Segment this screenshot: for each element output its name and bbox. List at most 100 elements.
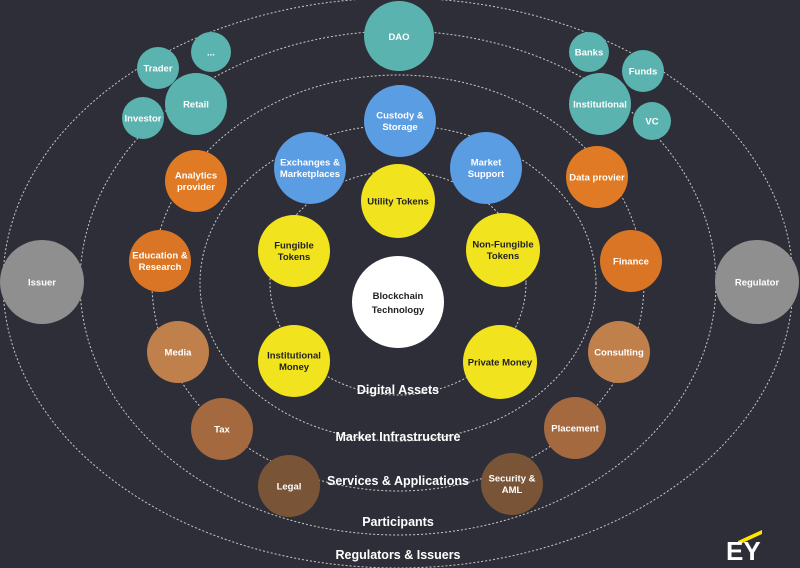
node-finance-label: Finance <box>613 256 649 267</box>
node-finance-circle <box>600 230 662 292</box>
node-retail-label: Retail <box>183 99 209 110</box>
node-consulting: Consulting <box>588 321 650 383</box>
node-utility-tokens-circle <box>361 164 435 238</box>
node-exchanges-marketplaces-label: Marketplaces <box>280 169 340 180</box>
node-banks-label: Banks <box>575 47 604 58</box>
node-consulting-label: Consulting <box>594 347 644 358</box>
node-media-circle <box>147 321 209 383</box>
ring-label-digital-assets: Digital Assets <box>357 383 439 397</box>
node-custody-storage: Custody &Storage <box>364 85 436 157</box>
node-funds: Funds <box>622 50 664 92</box>
node-fungible-tokens-label: Fungible <box>274 241 314 252</box>
node-dao-circle <box>364 1 434 71</box>
node-utility-tokens: Utility Tokens <box>361 164 435 238</box>
node-media: Media <box>147 321 209 383</box>
node-blockchain-technology-label: Technology <box>372 305 425 316</box>
node-fungible-tokens-circle <box>258 215 330 287</box>
node-retail-circle <box>165 73 227 135</box>
node-non-fungible-tokens-circle <box>466 213 540 287</box>
node-tax-circle <box>191 398 253 460</box>
node-private-money-label: Private Money <box>468 357 533 368</box>
node-institutional: Institutional <box>569 73 631 135</box>
node-institutional-label: Institutional <box>573 99 627 110</box>
node-market-support-label: Market <box>471 158 502 169</box>
node-institutional-circle <box>569 73 631 135</box>
node-vc-label: VC <box>645 116 658 127</box>
node-security-aml-label: AML <box>502 485 523 496</box>
ring-label-regulators-issuers: Regulators & Issuers <box>335 548 460 562</box>
node-analytics-provider-label: Analytics <box>175 171 217 182</box>
node-issuer-label: Issuer <box>28 277 56 288</box>
node-trader-circle <box>137 47 179 89</box>
node-private-money-circle <box>463 325 537 399</box>
node-market-support-label: Support <box>468 169 505 180</box>
ring-labels-layer: Digital Assets Market Infrastructure Ser… <box>327 383 469 562</box>
node-investor-circle <box>122 97 164 139</box>
node-education-research: Education &Research <box>129 230 191 292</box>
node-trader: Trader <box>137 47 179 89</box>
node-legal-circle <box>258 455 320 517</box>
node-consulting-circle <box>588 321 650 383</box>
node-banks: Banks <box>569 32 609 72</box>
node-analytics-provider-label: provider <box>177 182 215 193</box>
node-education-research-label: Education & <box>132 251 188 262</box>
node-security-aml: Security &AML <box>481 453 543 515</box>
node-placement-circle <box>544 397 606 459</box>
node-regulator: Regulator <box>715 240 799 324</box>
node-data-provider-circle <box>566 146 628 208</box>
node-dao-label: DAO <box>388 32 409 43</box>
ey-logo-text: EY <box>726 536 761 566</box>
node-institutional-money-label: Money <box>279 362 310 373</box>
node-market-support-circle <box>450 132 522 204</box>
node-analytics-provider-circle <box>165 150 227 212</box>
node-utility-tokens-label: Utility Tokens <box>367 196 429 207</box>
node-tax: Tax <box>191 398 253 460</box>
node-investor: Investor <box>122 97 164 139</box>
node-data-provider-label: Data provier <box>569 172 625 183</box>
node-education-research-circle <box>129 230 191 292</box>
node-ellipsis-circle <box>191 32 231 72</box>
node-banks-circle <box>569 32 609 72</box>
node-funds-circle <box>622 50 664 92</box>
node-security-aml-circle <box>481 453 543 515</box>
node-custody-storage-label: Storage <box>382 122 417 133</box>
node-institutional-money-circle <box>258 325 330 397</box>
node-exchanges-marketplaces-label: Exchanges & <box>280 158 340 169</box>
node-placement: Placement <box>544 397 606 459</box>
node-exchanges-marketplaces: Exchanges &Marketplaces <box>274 132 346 204</box>
node-blockchain-technology-circle <box>352 256 444 348</box>
node-blockchain-technology-label: Blockchain <box>373 291 424 302</box>
node-security-aml-label: Security & <box>489 474 536 485</box>
nodes-layer: DAOTrader...RetailInvestorBanksFundsInst… <box>0 1 799 517</box>
node-custody-storage-label: Custody & <box>376 111 424 122</box>
ey-logo: EY <box>726 530 762 566</box>
node-retail: Retail <box>165 73 227 135</box>
node-private-money: Private Money <box>463 325 537 399</box>
node-regulator-label: Regulator <box>735 277 780 288</box>
node-legal-label: Legal <box>277 481 302 492</box>
node-education-research-label: Research <box>139 262 182 273</box>
node-vc: VC <box>633 102 671 140</box>
node-finance: Finance <box>600 230 662 292</box>
node-fungible-tokens-label: Tokens <box>278 252 311 263</box>
node-media-label: Media <box>165 347 193 358</box>
node-exchanges-marketplaces-circle <box>274 132 346 204</box>
ring-label-services-applications: Services & Applications <box>327 474 469 488</box>
ring-label-participants: Participants <box>362 515 434 529</box>
node-tax-label: Tax <box>214 424 230 435</box>
node-investor-label: Investor <box>125 113 162 124</box>
ey-logo-beam <box>738 530 762 545</box>
node-vc-circle <box>633 102 671 140</box>
node-placement-label: Placement <box>551 423 599 434</box>
ring-label-market-infrastructure: Market Infrastructure <box>335 430 460 444</box>
node-regulator-circle <box>715 240 799 324</box>
node-non-fungible-tokens-label: Non-Fungible <box>472 240 533 251</box>
node-issuer: Issuer <box>0 240 84 324</box>
node-custody-storage-circle <box>364 85 436 157</box>
